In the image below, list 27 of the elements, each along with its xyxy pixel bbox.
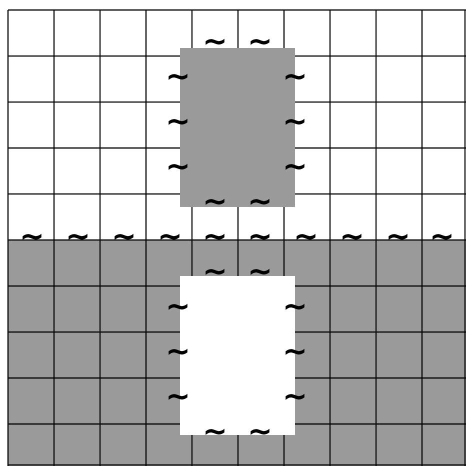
tilde-mark: ~: [168, 74, 188, 80]
tilde-mark: ~: [250, 268, 270, 275]
tilde-mark: ~: [206, 268, 224, 275]
tilde-mark: ~: [206, 428, 224, 435]
tilde-mark: ~: [250, 234, 270, 240]
tilde-mark: ~: [432, 234, 452, 240]
tilde-mark: ~: [286, 74, 304, 80]
tilde-mark: ~: [250, 428, 270, 435]
tilde-mark: ~: [206, 234, 224, 240]
tilde-mark: ~: [22, 234, 42, 240]
tilde-mark: ~: [286, 394, 304, 400]
tilde-mark: ~: [250, 198, 270, 205]
tilde-mark: ~: [296, 234, 316, 240]
tilde-mark: ~: [160, 234, 180, 240]
tilde-mark: ~: [388, 234, 408, 240]
tilde-mark: ~: [68, 234, 88, 240]
tilde-mark: ~: [114, 234, 134, 240]
tilde-mark: ~: [286, 304, 304, 310]
tilde-mark: ~: [206, 198, 224, 205]
tilde-mark: ~: [206, 38, 224, 45]
tilde-mark: ~: [286, 164, 304, 170]
tilde-mark: ~: [168, 164, 188, 170]
tilde-mark: ~: [286, 348, 304, 355]
tilde-mark: ~: [286, 118, 304, 125]
tilde-mark: ~: [250, 38, 270, 45]
tilde-mark: ~: [342, 234, 362, 240]
tilde-mark: ~: [168, 118, 188, 125]
